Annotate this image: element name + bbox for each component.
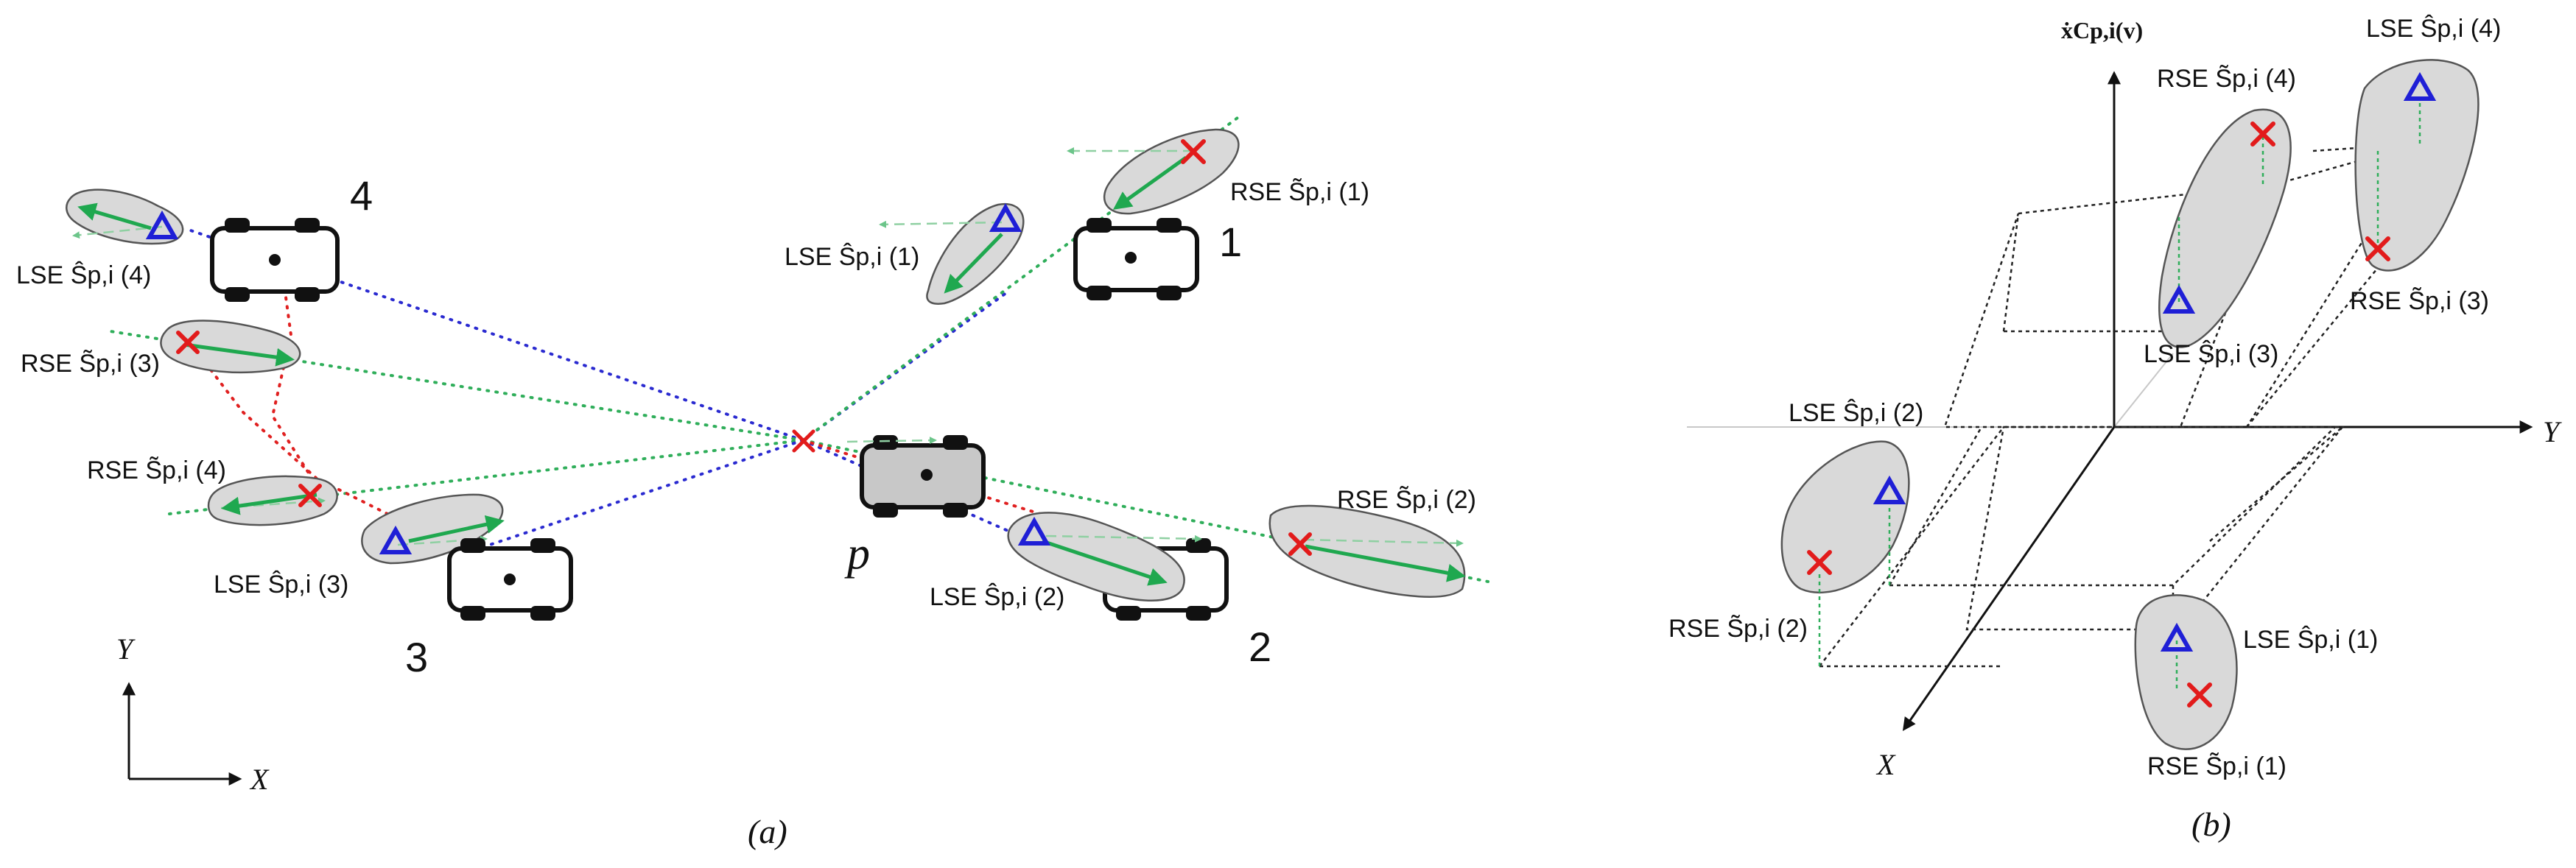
label-lse-2: LSE Ŝp,i (2) xyxy=(930,583,1064,611)
caption-a: (a) xyxy=(748,813,787,850)
robot-4 xyxy=(210,218,340,302)
axis-x-a: X xyxy=(249,763,270,796)
axes-a: Y X xyxy=(116,632,270,796)
panel-b: ẋCp,i(v) Y X xyxy=(1668,15,2562,843)
label-b-lse-4: LSE Ŝp,i (4) xyxy=(2366,15,2501,43)
label-b-rse-1: RSE S̃p,i (1) xyxy=(2147,752,2287,780)
label-lse-3: LSE Ŝp,i (3) xyxy=(214,571,348,599)
cluster-lse-3 xyxy=(361,493,505,565)
axis-y-a: Y xyxy=(116,632,136,666)
label-b-lse-2: LSE Ŝp,i (2) xyxy=(1789,399,1923,427)
robot-label-4: 4 xyxy=(350,172,373,219)
rse-cross-icon xyxy=(298,484,322,507)
center-cross-icon xyxy=(792,429,815,453)
rse-cross-icon xyxy=(2187,682,2212,708)
cluster-b-lse1-rse1 xyxy=(2134,594,2238,750)
center-label-p: p xyxy=(844,529,870,579)
robot-label-1: 1 xyxy=(1219,219,1242,265)
label-lse-4: LSE Ŝp,i (4) xyxy=(16,261,151,289)
label-b-lse-1: LSE Ŝp,i (1) xyxy=(2243,626,2378,654)
lse-triangle-icon xyxy=(1873,475,1906,504)
axis-x-b: X xyxy=(1875,748,1896,781)
cluster-b-lse4-rse3 xyxy=(2354,59,2480,272)
lse-triangle-icon xyxy=(379,525,413,554)
cluster-4 xyxy=(66,188,184,245)
cluster-rse-3 xyxy=(160,320,301,374)
cluster-b-lse2-rse2 xyxy=(1780,440,1910,666)
label-b-rse-4: RSE S̃p,i (4) xyxy=(2157,64,2296,93)
robot-3 xyxy=(447,538,573,621)
lse-triangle-icon xyxy=(2162,284,2196,314)
label-rse-4: RSE S̃p,i (4) xyxy=(87,456,226,484)
rse-cross-icon xyxy=(2365,236,2390,261)
rse-cross-icon xyxy=(2250,121,2275,147)
rse-cross-icon xyxy=(1807,550,1832,575)
panel-a: 4 LSE Ŝp,i (4) RSE S̃p,i (3) RSE S̃p,i (… xyxy=(16,116,1489,850)
cluster-rse-2 xyxy=(1268,504,1466,598)
robot-label-3: 3 xyxy=(405,634,428,680)
cluster-b-lse3-rse4 xyxy=(2158,108,2292,348)
label-b-rse-3: RSE S̃p,i (3) xyxy=(2350,286,2489,315)
rse-cross-icon xyxy=(1181,139,1206,164)
rse-cross-icon xyxy=(176,331,200,354)
label-rse-2: RSE S̃p,i (2) xyxy=(1337,485,1476,514)
cluster-rse-4 xyxy=(207,475,338,526)
robot-1 xyxy=(1073,218,1199,300)
robot-label-2: 2 xyxy=(1249,624,1271,670)
cluster-rse-1 xyxy=(1067,128,1240,215)
axis-y-b: Y xyxy=(2543,415,2562,448)
label-b-rse-2: RSE S̃p,i (2) xyxy=(1668,614,1808,643)
robot-p xyxy=(846,435,986,518)
lse-triangle-icon xyxy=(1017,516,1051,546)
lse-triangle-icon xyxy=(989,202,1022,232)
lse-triangle-icon xyxy=(2160,622,2194,652)
label-b-lse-3: LSE Ŝp,i (3) xyxy=(2144,340,2278,368)
caption-b: (b) xyxy=(2191,805,2231,843)
axis-vertical-b: ẋCp,i(v) xyxy=(2061,17,2143,43)
rse-cross-icon xyxy=(1288,532,1312,556)
cluster-lse-2 xyxy=(1007,512,1202,601)
label-rse-3: RSE S̃p,i (3) xyxy=(21,349,160,378)
lse-triangle-icon xyxy=(145,210,179,239)
label-lse-1: LSE Ŝp,i (1) xyxy=(785,243,919,271)
label-rse-1: RSE S̃p,i (1) xyxy=(1230,177,1369,206)
cluster-lse-1 xyxy=(879,202,1025,305)
lse-triangle-icon xyxy=(2403,71,2437,101)
